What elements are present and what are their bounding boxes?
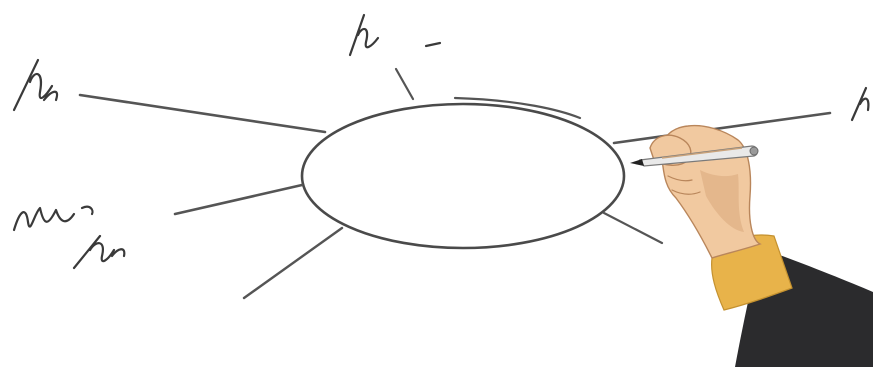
pen-tip bbox=[630, 159, 644, 166]
pen-cap-end bbox=[750, 147, 758, 155]
scribble-mark-top bbox=[350, 15, 378, 55]
central-node bbox=[302, 104, 624, 248]
scribble-mark-right bbox=[852, 88, 868, 120]
spoke-bottom-right bbox=[604, 213, 662, 243]
scribble-mark-left-1 bbox=[14, 207, 93, 230]
scribble-mark-top-dash bbox=[426, 43, 440, 46]
spoke-top-left bbox=[80, 95, 325, 132]
spoke-left bbox=[175, 185, 302, 214]
spoke-top bbox=[396, 69, 413, 99]
spoke-bottom-left bbox=[244, 228, 342, 298]
scribble-mark-top-left bbox=[14, 60, 57, 110]
scribble-mark-left-2 bbox=[74, 236, 124, 268]
